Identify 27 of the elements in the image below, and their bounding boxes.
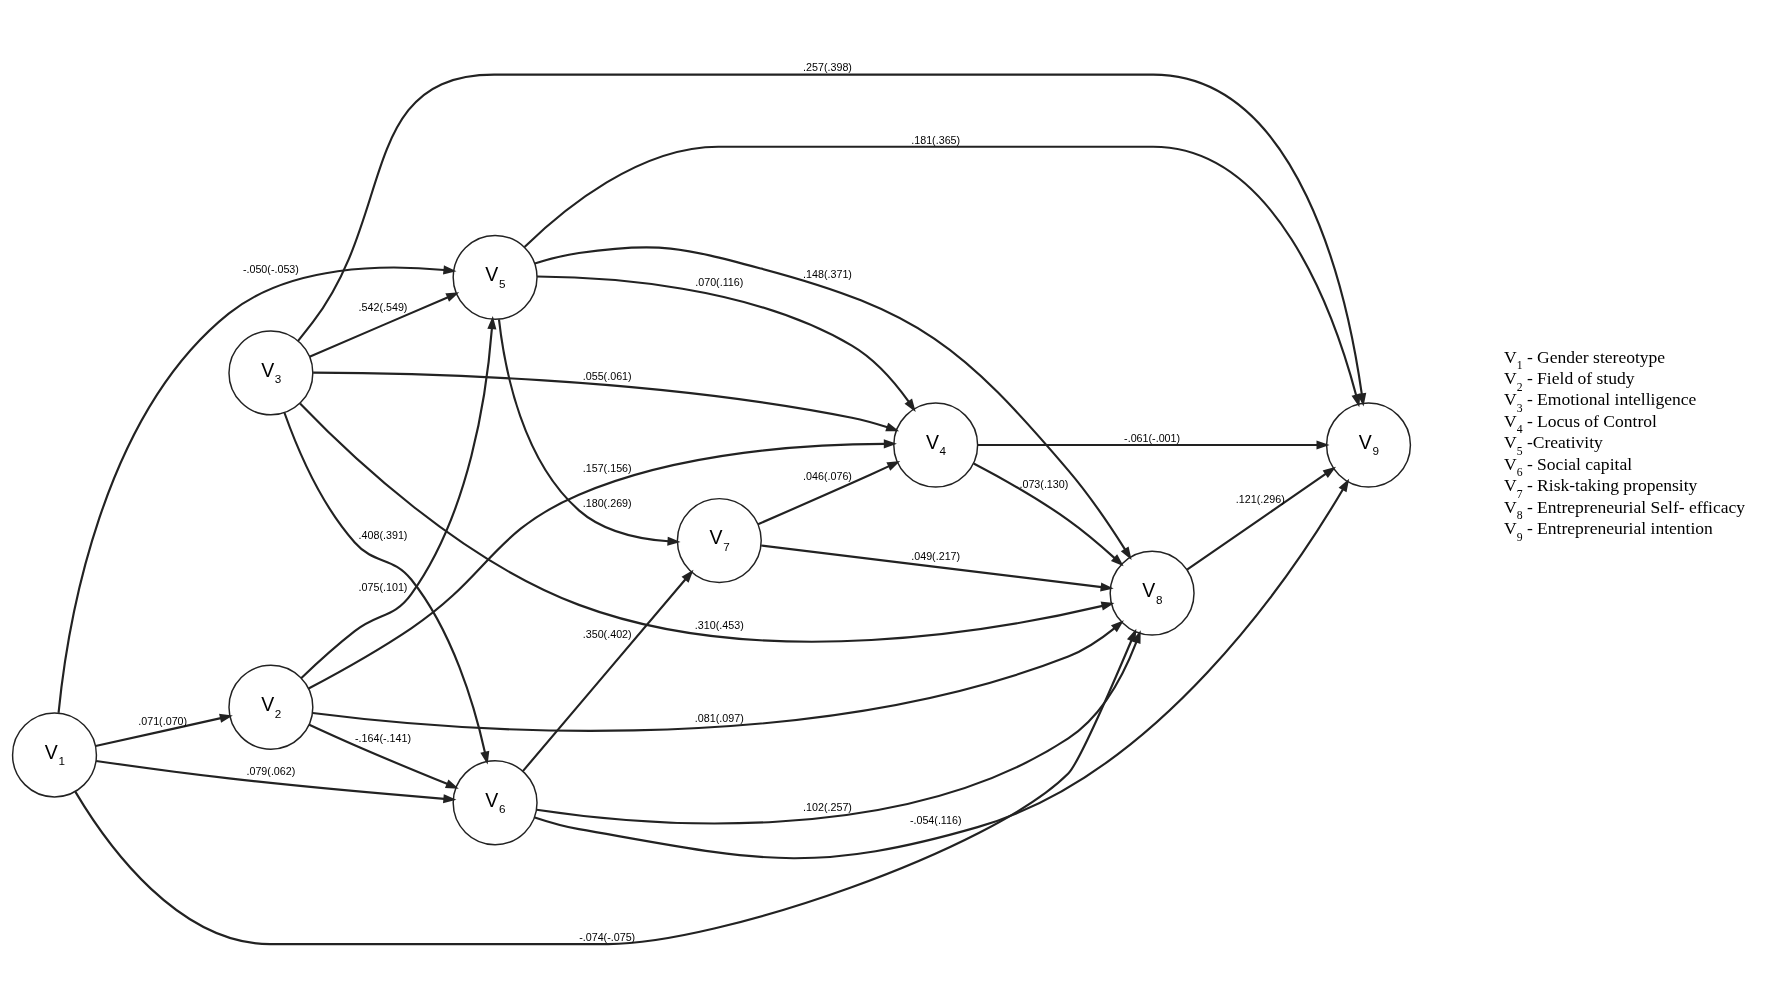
edge-label: -.050(-.053) bbox=[242, 262, 299, 275]
edge-label: .148(.371) bbox=[803, 267, 852, 280]
edge-label: .073(.130) bbox=[1019, 477, 1069, 490]
edge-label: .071(.070) bbox=[138, 714, 188, 727]
edge-label: .046(.076) bbox=[803, 469, 852, 482]
edge-label: .157(.156) bbox=[582, 461, 632, 474]
edge-label: .102(.257) bbox=[803, 800, 852, 813]
edge-label: .049(.217) bbox=[911, 549, 961, 562]
edge-label: .408(.391) bbox=[358, 528, 408, 541]
edge-label: .079(.062) bbox=[246, 764, 296, 777]
label: V$_{1}$ - Gender stereotype bbox=[1504, 346, 1666, 372]
edge-label: .310(.453) bbox=[694, 618, 744, 631]
label: V$_{8}$ - Entrepreneurial Self- efficacy bbox=[1504, 496, 1746, 522]
edge-label: .070(.116) bbox=[695, 275, 744, 288]
edge-label: -.061(-.001) bbox=[1124, 431, 1181, 444]
edge-label: .181(.365) bbox=[911, 133, 961, 146]
edge-label: -.164(-.141) bbox=[354, 731, 412, 744]
edge-label: .075(.101) bbox=[358, 580, 408, 593]
edge-label: .350(.402) bbox=[582, 627, 632, 640]
edge-label: .180(.269) bbox=[582, 496, 632, 509]
edge-label: .081(.097) bbox=[694, 711, 744, 724]
edge-label: -.054(.116) bbox=[909, 813, 962, 826]
edge-label: .121(.296) bbox=[1235, 492, 1285, 505]
edge-label: -.074(-.075) bbox=[579, 930, 636, 943]
edge-label: .542(.549) bbox=[358, 300, 408, 313]
edge-label: .257(.398) bbox=[803, 60, 852, 73]
edge-label: .055(.061) bbox=[582, 369, 632, 382]
